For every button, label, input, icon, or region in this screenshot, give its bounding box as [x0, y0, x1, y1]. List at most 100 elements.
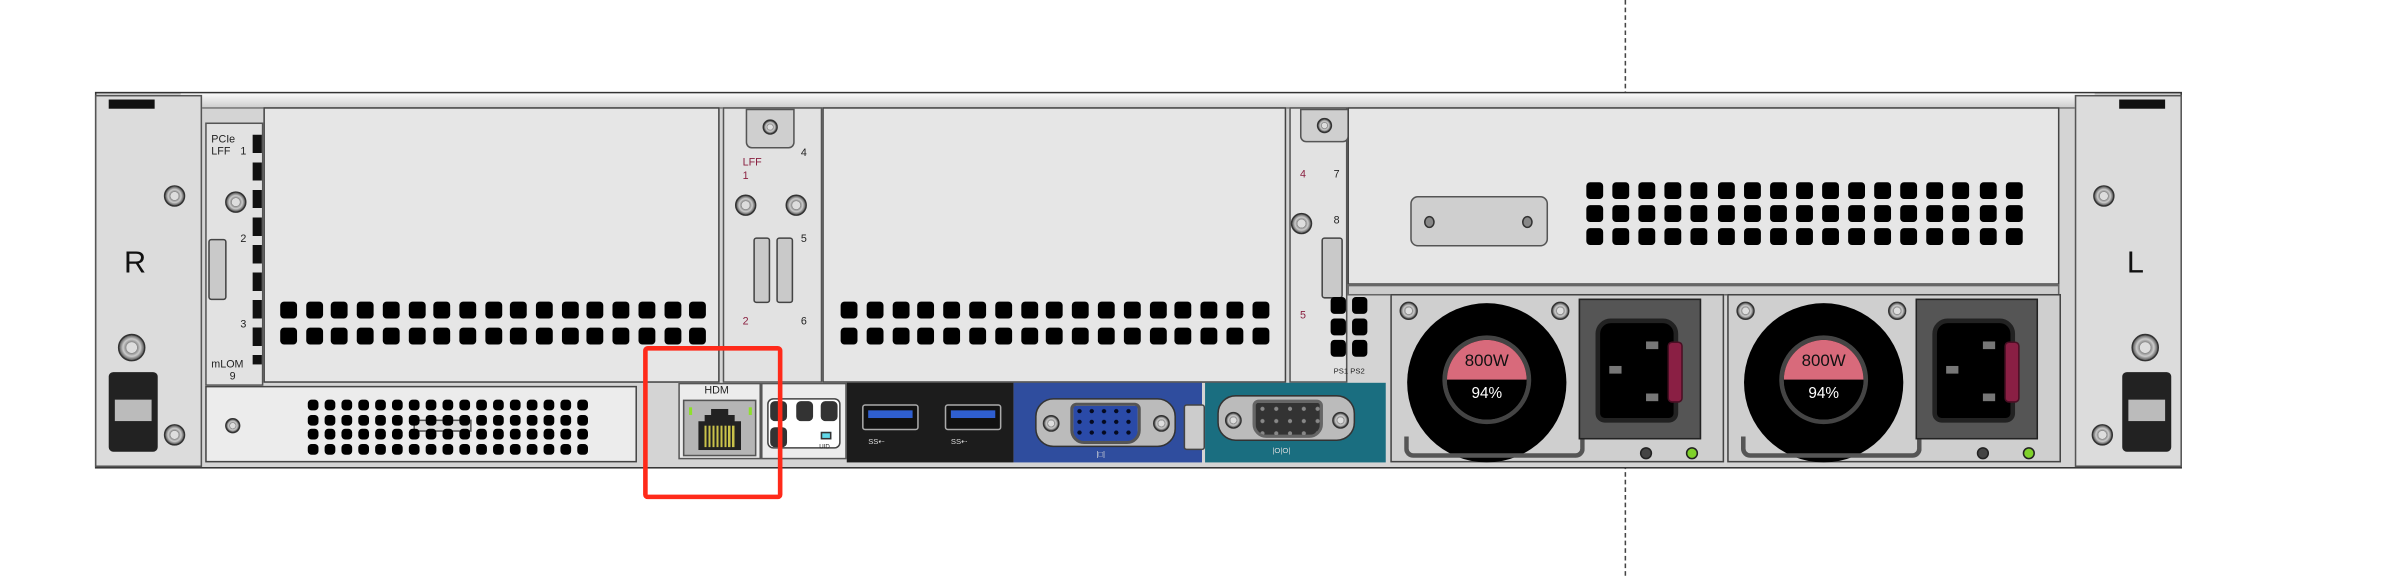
- vent-hole: [560, 399, 572, 411]
- ps-label: PS1 PS2: [1333, 367, 1365, 377]
- vent-hole: [305, 301, 323, 319]
- riser-handle[interactable]: [208, 238, 227, 301]
- vent-hole: [1874, 205, 1892, 223]
- vent-hole: [1952, 182, 1970, 200]
- vent-hole: [358, 399, 370, 411]
- serial-icon: |O|O|: [1272, 447, 1291, 457]
- vent-hole: [1226, 301, 1244, 319]
- vent-hole: [526, 428, 538, 440]
- vent-hole: [408, 443, 420, 455]
- button[interactable]: [796, 401, 814, 422]
- usb-panel: SS⇠ SS⇠: [846, 382, 1014, 463]
- slot-number: 1: [742, 171, 749, 183]
- vent-hole: [1769, 228, 1787, 245]
- vent-hole: [1848, 182, 1866, 200]
- thumbscrew-icon[interactable]: [225, 191, 247, 213]
- vent-hole: [375, 428, 386, 440]
- vent-hole: [341, 443, 353, 455]
- vent-hole: [307, 414, 319, 425]
- psu-handle[interactable]: [1404, 436, 1585, 458]
- status-led: [1639, 447, 1653, 460]
- vent-hole: [526, 414, 538, 425]
- rack-latch[interactable]: [108, 372, 158, 452]
- psu-release-latch[interactable]: [2004, 341, 2020, 403]
- vent-hole: [280, 327, 298, 345]
- button-pair[interactable]: [1183, 404, 1206, 451]
- vent-hole: [1979, 228, 1996, 245]
- vent-hole: [917, 301, 935, 319]
- slot-number: 6: [800, 316, 807, 328]
- usb-ss-icon: SS⇠: [868, 437, 885, 448]
- slot-number: 1: [240, 146, 247, 158]
- vent-hole: [994, 327, 1012, 345]
- vent-hole: [1330, 318, 1346, 336]
- vent-hole: [543, 443, 555, 455]
- vent-hole: [408, 327, 425, 345]
- vent-hole: [1743, 205, 1761, 223]
- blank-plate: [1410, 195, 1549, 247]
- lff-label: LFF: [211, 146, 231, 158]
- thumbscrew-icon[interactable]: [1290, 212, 1313, 235]
- vent-hole: [1638, 182, 1656, 200]
- usb-port-1[interactable]: [862, 404, 919, 431]
- pcie-slot-1-cover: [263, 107, 720, 383]
- vent-hole: [1717, 205, 1735, 223]
- riser-handle[interactable]: [776, 237, 794, 304]
- right-rack-ear: L: [2074, 94, 2182, 468]
- pcie-label: PCIe: [211, 134, 236, 146]
- psu-efficiency: 94%: [1783, 379, 1864, 420]
- button[interactable]: [820, 401, 838, 422]
- slot-number: 2: [742, 316, 749, 328]
- hdm-label: HDM: [704, 385, 729, 397]
- rack-latch[interactable]: [2122, 372, 2172, 452]
- vent-hole: [1795, 182, 1813, 200]
- riser-handle[interactable]: [1321, 237, 1343, 299]
- vent-hole: [1979, 182, 1996, 200]
- riser-handle[interactable]: [753, 237, 771, 304]
- vent-hole: [484, 327, 502, 345]
- uid-led[interactable]: [820, 431, 832, 440]
- vent-hole: [331, 301, 349, 319]
- vent-hole: [1952, 228, 1970, 245]
- vent-hole: [1769, 182, 1787, 200]
- vent-hole: [1926, 182, 1944, 200]
- vent-hole: [280, 301, 298, 319]
- vent-hole: [356, 301, 374, 319]
- vent-hole: [459, 327, 477, 345]
- thumbscrew-icon[interactable]: [117, 333, 146, 362]
- psu-wattage: 800W: [1446, 339, 1527, 380]
- vent-hole: [493, 399, 504, 411]
- thumbscrew-icon[interactable]: [785, 194, 807, 216]
- vga-port[interactable]: [1035, 398, 1176, 448]
- serial-port[interactable]: [1217, 395, 1356, 441]
- vent-hole: [1638, 228, 1656, 245]
- slot-number: 9: [229, 372, 236, 383]
- vent-hole: [1848, 228, 1866, 245]
- vent-hole: [543, 399, 555, 411]
- hdm-port-area: HDM: [678, 382, 762, 460]
- usb-port-2[interactable]: [944, 404, 1002, 431]
- vent-hole: [587, 301, 604, 319]
- thumbscrew-icon[interactable]: [2131, 333, 2159, 362]
- vent-hole: [1743, 182, 1761, 200]
- screw-icon: [225, 418, 241, 434]
- vent-hole: [442, 428, 454, 440]
- thumbscrew-icon[interactable]: [734, 194, 757, 216]
- vent-hole: [493, 443, 504, 455]
- vent-hole: [1795, 205, 1813, 223]
- vent-hole: [493, 428, 504, 440]
- slot-number: 2: [240, 234, 247, 245]
- vent-hole: [509, 428, 521, 440]
- psu-release-latch[interactable]: [1667, 341, 1683, 403]
- psu-handle[interactable]: [1740, 436, 1922, 458]
- vga-panel: |□|: [1013, 382, 1206, 463]
- vent-hole: [1226, 327, 1244, 345]
- hdm-ethernet-port[interactable]: [682, 399, 757, 457]
- vent-hole: [509, 399, 521, 411]
- pcie-slot-2-cover: [822, 107, 1287, 383]
- vent-hole: [1072, 327, 1089, 345]
- vent-hole: [358, 414, 370, 425]
- vent-hole: [1175, 301, 1192, 319]
- vent-hole: [1352, 297, 1368, 314]
- vent-hole: [577, 443, 588, 455]
